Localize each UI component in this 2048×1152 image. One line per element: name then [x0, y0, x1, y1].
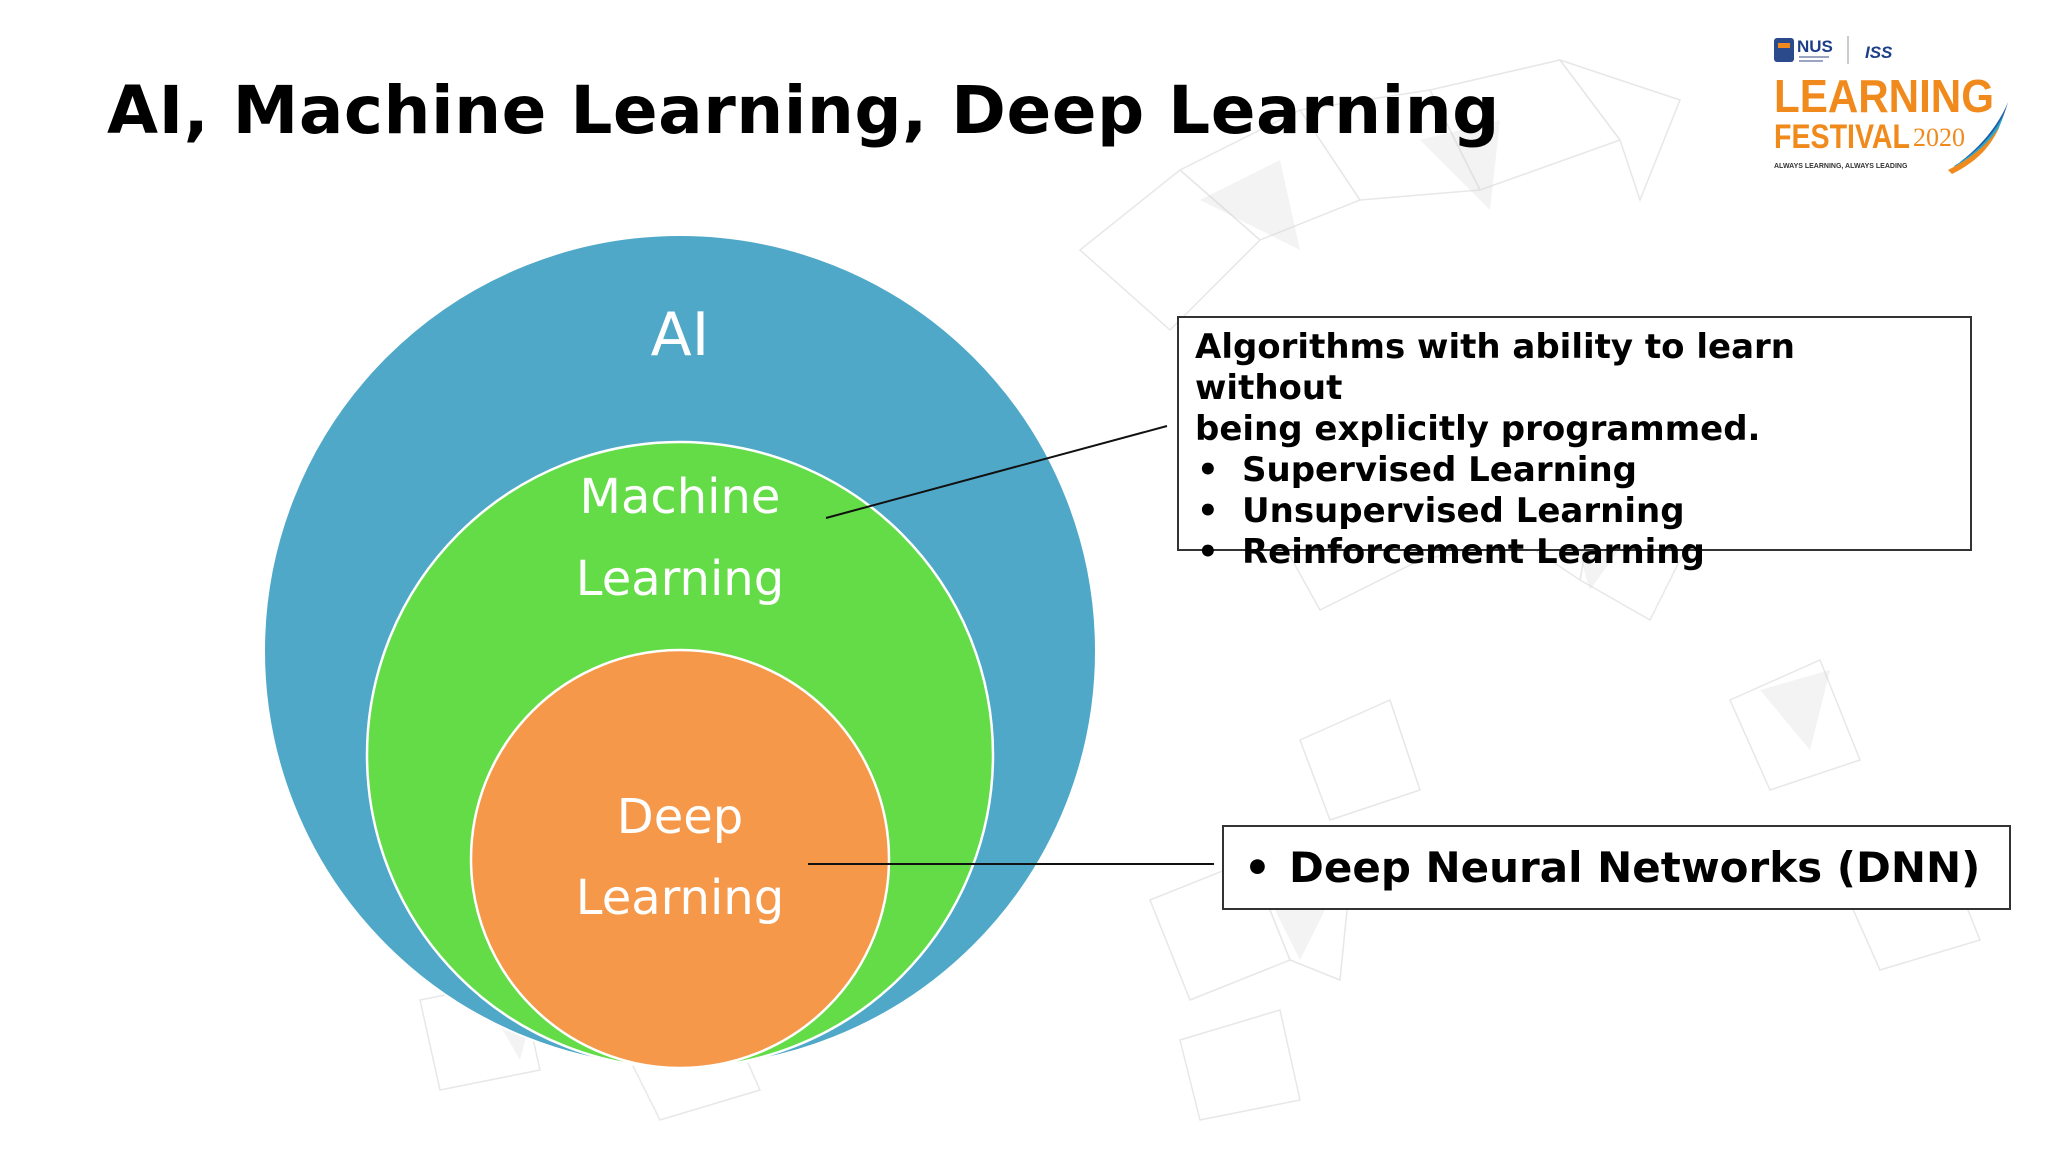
deep-learning-circle	[469, 648, 891, 1070]
deep-learning-callout: Deep Neural Networks (DNN)	[1222, 825, 2011, 910]
machine-learning-connector-line	[825, 425, 1168, 519]
ml-description-line1: Algorithms with ability to learn without	[1195, 327, 1795, 408]
ml-description-line2: being explicitly programmed.	[1195, 409, 1761, 449]
list-item: Reinforcement Learning	[1195, 532, 1954, 573]
year-wordmark: 2020	[1913, 123, 1965, 152]
deep-learning-label-line1: Deep	[617, 789, 744, 845]
ml-types-list: Supervised Learning Unsupervised Learnin…	[1195, 450, 1954, 573]
learning-festival-logo: NUS ISS LEARNING FESTIVAL 2020 ALWAYS LE…	[1774, 36, 2008, 174]
ai-label: AI	[651, 300, 710, 370]
machine-learning-label-line2: Learning	[576, 551, 784, 607]
deep-learning-label-line2: Learning	[576, 870, 784, 926]
logo-tagline: ALWAYS LEARNING, ALWAYS LEADING	[1774, 163, 1908, 170]
slide-title: AI, Machine Learning, Deep Learning	[107, 72, 1500, 149]
nus-logo-text: NUS	[1797, 37, 1833, 56]
iss-logo-text: ISS	[1865, 43, 1893, 62]
festival-wordmark: FESTIVAL	[1774, 118, 1910, 156]
list-item: Supervised Learning	[1195, 450, 1954, 491]
nus-crest-icon	[1774, 38, 1794, 62]
list-item: Deep Neural Networks (DNN)	[1242, 839, 1993, 897]
machine-learning-callout: Algorithms with ability to learn without…	[1177, 316, 1972, 573]
dl-types-list: Deep Neural Networks (DNN)	[1242, 839, 1993, 897]
machine-learning-label-line1: Machine	[580, 469, 781, 525]
list-item: Unsupervised Learning	[1195, 491, 1954, 532]
learning-wordmark: LEARNING	[1774, 70, 1994, 122]
